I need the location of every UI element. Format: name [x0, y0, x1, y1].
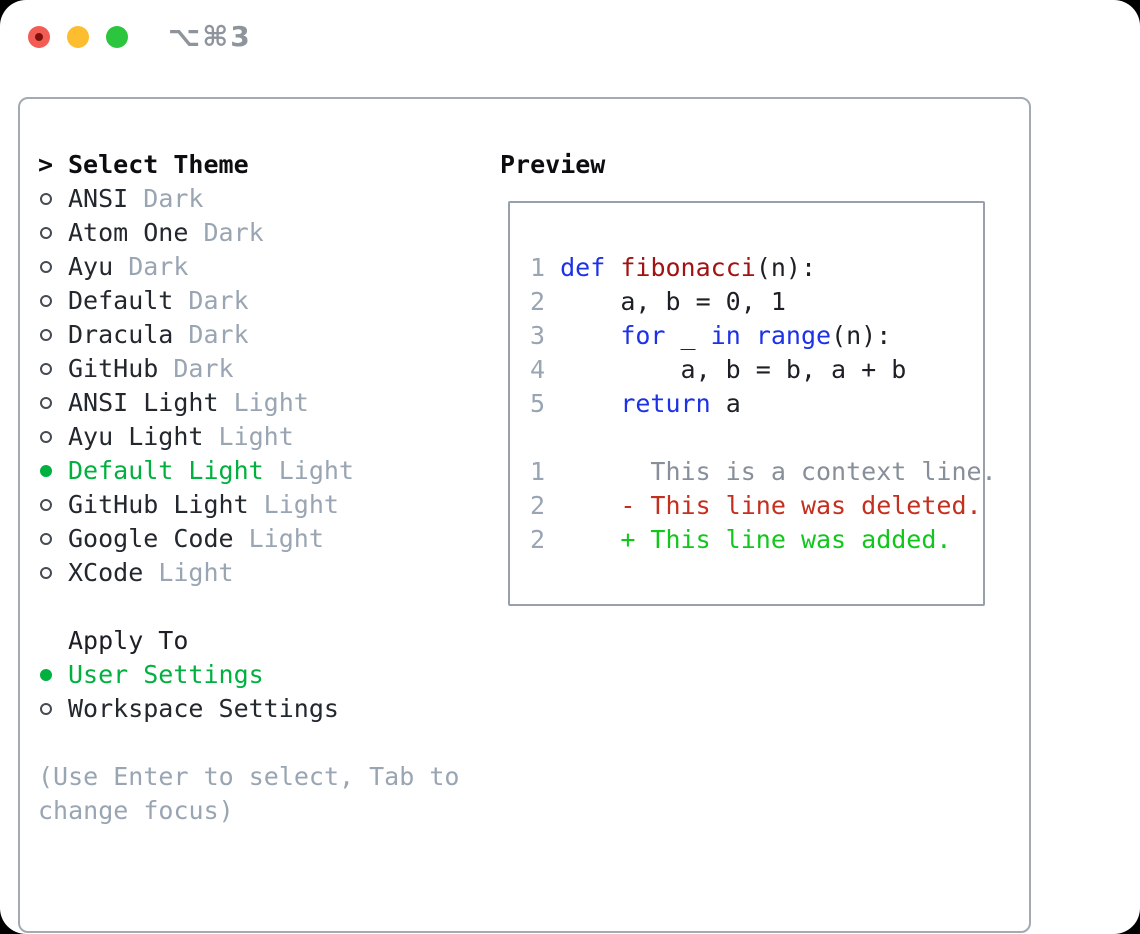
- code-line: 1 This is a context line.: [530, 457, 997, 486]
- radio-icon[interactable]: [40, 227, 52, 239]
- radio-icon[interactable]: [40, 329, 52, 341]
- radio-icon[interactable]: [40, 533, 52, 545]
- radio-selected-icon[interactable]: [40, 669, 52, 681]
- radio-icon[interactable]: [40, 363, 52, 375]
- code-line: 5 return a: [530, 389, 741, 418]
- theme-variant-label: Dark: [188, 218, 264, 247]
- theme-option[interactable]: ANSI Dark: [38, 182, 500, 216]
- option-label[interactable]: Ayu Light: [68, 422, 204, 451]
- option-label[interactable]: Google Code: [68, 524, 234, 553]
- preview-title: Preview: [500, 150, 606, 179]
- radio-selected-icon[interactable]: [40, 465, 52, 477]
- preview-box: 1 def fibonacci(n): 2 a, b = 0, 1 3 for _ …: [508, 201, 997, 606]
- theme-option[interactable]: Ayu Light Light: [38, 420, 500, 454]
- code-line: 2 - This line was deleted.: [530, 491, 982, 520]
- code-line: 4 a, b = b, a + b: [530, 355, 907, 384]
- option-label[interactable]: GitHub: [68, 354, 159, 383]
- apply-to-option[interactable]: User Settings: [38, 658, 500, 692]
- line-number: 4: [530, 355, 546, 384]
- theme-option[interactable]: ANSI Light Light: [38, 386, 500, 420]
- option-label[interactable]: Default Light: [68, 456, 264, 485]
- theme-option[interactable]: GitHub Light Light: [38, 488, 500, 522]
- option-label[interactable]: Default: [68, 286, 174, 315]
- option-label[interactable]: Ayu: [68, 252, 114, 281]
- code-line: 2 a, b = 0, 1: [530, 287, 786, 316]
- theme-option[interactable]: Google Code Light: [38, 522, 500, 556]
- option-label[interactable]: ANSI Light: [68, 388, 219, 417]
- line-number: 1: [530, 253, 546, 282]
- radio-icon[interactable]: [40, 397, 52, 409]
- option-label[interactable]: XCode: [68, 558, 144, 587]
- window-shortcut-label: ⌥⌘3: [168, 20, 252, 53]
- spacer: [38, 590, 500, 624]
- preview-code: 1 def fibonacci(n): 2 a, b = 0, 1 3 for _ …: [530, 251, 997, 557]
- option-label[interactable]: ANSI: [68, 184, 129, 213]
- radio-icon[interactable]: [40, 567, 52, 579]
- line-number: 2: [530, 491, 546, 520]
- theme-variant-label: Light: [203, 422, 294, 451]
- theme-variant-label: Dark: [128, 184, 204, 213]
- close-button[interactable]: [28, 26, 50, 48]
- preview-column: Preview 1 def fibonacci(n): 2 a, b = 0, 1…: [500, 148, 1029, 931]
- prompt-cursor: >: [38, 150, 54, 179]
- apply-to-title: Apply To: [68, 626, 189, 655]
- spacer: [38, 726, 500, 760]
- radio-icon[interactable]: [40, 499, 52, 511]
- radio-icon[interactable]: [40, 261, 52, 273]
- theme-option[interactable]: Default Light Light: [38, 454, 500, 488]
- code-line: [530, 421, 983, 455]
- theme-option[interactable]: Atom One Dark: [38, 216, 500, 250]
- theme-option[interactable]: Dracula Dark: [38, 318, 500, 352]
- minimize-button[interactable]: [67, 26, 89, 48]
- option-label[interactable]: Workspace Settings: [68, 694, 339, 723]
- theme-variant-label: Dark: [173, 320, 249, 349]
- keyboard-hint: (Use Enter to select, Tab to change focu…: [38, 762, 460, 825]
- option-label[interactable]: Atom One: [68, 218, 189, 247]
- radio-icon[interactable]: [40, 193, 52, 205]
- theme-option[interactable]: GitHub Dark: [38, 352, 500, 386]
- theme-variant-label: Light: [218, 388, 309, 417]
- option-label[interactable]: GitHub Light: [68, 490, 249, 519]
- traffic-lights: [28, 26, 128, 48]
- theme-option[interactable]: Default Dark: [38, 284, 500, 318]
- line-number: 2: [530, 287, 546, 316]
- apply-to-option[interactable]: Workspace Settings: [38, 692, 500, 726]
- code-line: 3 for _ in range(n):: [530, 321, 892, 350]
- theme-option[interactable]: XCode Light: [38, 556, 500, 590]
- theme-variant-label: Light: [233, 524, 324, 553]
- theme-option[interactable]: Ayu Dark: [38, 250, 500, 284]
- theme-variant-label: Dark: [173, 286, 249, 315]
- zoom-button[interactable]: [106, 26, 128, 48]
- theme-variant-label: Light: [143, 558, 234, 587]
- theme-variant-label: Dark: [158, 354, 234, 383]
- line-number: 3: [530, 321, 546, 350]
- titlebar: ⌥⌘3: [0, 0, 1140, 97]
- code-line: 1 def fibonacci(n):: [530, 253, 817, 282]
- select-theme-header: > Select Theme: [38, 148, 500, 182]
- theme-variant-label: Light: [263, 456, 354, 485]
- line-number: 5: [530, 389, 546, 418]
- radio-icon[interactable]: [40, 703, 52, 715]
- option-label[interactable]: Dracula: [68, 320, 174, 349]
- select-theme-title: Select Theme: [68, 150, 249, 179]
- radio-icon[interactable]: [40, 431, 52, 443]
- option-label[interactable]: User Settings: [68, 660, 264, 689]
- theme-variant-label: Light: [248, 490, 339, 519]
- radio-icon[interactable]: [40, 295, 52, 307]
- theme-variant-label: Dark: [113, 252, 189, 281]
- code-line: 2 + This line was added.: [530, 525, 952, 554]
- line-number: 2: [530, 525, 546, 554]
- line-number: 1: [530, 457, 546, 486]
- apply-to-header: Apply To: [38, 624, 500, 658]
